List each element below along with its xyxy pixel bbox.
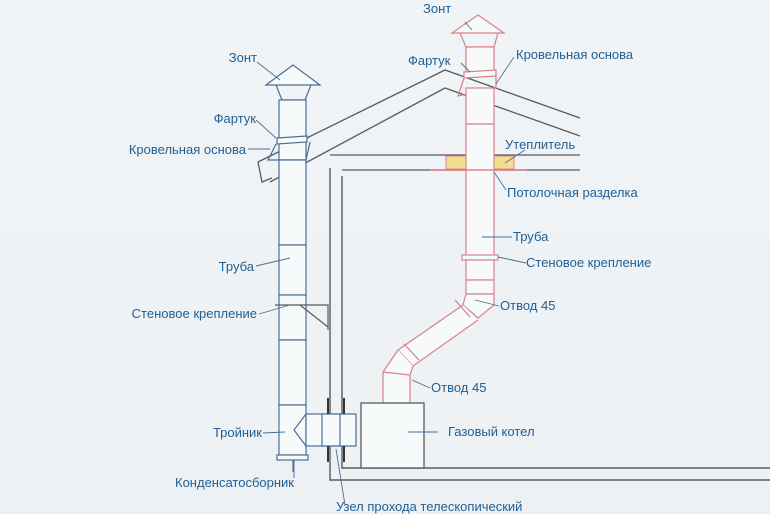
left-tee-icon — [278, 404, 307, 456]
right-wall-mount-icon — [461, 254, 499, 261]
inner-wall — [341, 176, 770, 469]
left-apron-icon — [276, 135, 308, 145]
roof-eave — [257, 161, 273, 183]
left-chimney — [264, 64, 357, 472]
right-ceiling-cut-label: Потолочная разделка — [507, 185, 638, 200]
building-structure — [257, 69, 770, 481]
right-wall-mount-label: Стеновое крепление — [526, 255, 651, 270]
left-condensate-icon — [276, 454, 309, 461]
right-roof-base-label: Кровельная основа — [516, 47, 634, 62]
right-insulation-label: Утеплитель — [505, 137, 575, 152]
gas-boiler-label: Газовый котел — [448, 424, 535, 439]
right-lower-elbow-label: Отвод 45 — [431, 380, 486, 395]
insulation — [445, 155, 515, 170]
right-upper-elbow-icon — [462, 293, 495, 319]
right-pipe-label: Труба — [513, 229, 549, 244]
leader-lines — [248, 21, 527, 506]
right-apron-label: Фартук — [408, 53, 451, 68]
right-umbrella-label: Зонт — [423, 1, 451, 16]
telescopic-passage-icon — [327, 398, 345, 462]
right-upper-elbow-label: Отвод 45 — [500, 298, 555, 313]
left-wall-bracket — [275, 304, 329, 330]
left-condensate-label: Конденсатосборник — [175, 475, 294, 490]
insulation-left-icon — [445, 155, 467, 170]
roof-outer — [257, 69, 581, 163]
right-diagonal-pipe — [397, 304, 479, 367]
left-roof-base-label: Кровельная основа — [129, 142, 247, 157]
left-apron-label: Фартук — [214, 111, 257, 126]
insulation-right-icon — [493, 155, 515, 170]
left-pipe-label: Труба — [219, 259, 255, 274]
left-umbrella-label: Зонт — [229, 50, 257, 65]
roof-inner — [269, 87, 581, 183]
right-umbrella-icon — [450, 14, 506, 34]
gas-boiler-icon — [360, 402, 425, 469]
telescopic-passage-label: Узел прохода телескопический — [336, 499, 522, 514]
left-wall-mount-label: Стеновое крепление — [132, 306, 257, 321]
left-tee-label: Тройник — [213, 425, 262, 440]
outer-wall — [329, 168, 770, 481]
